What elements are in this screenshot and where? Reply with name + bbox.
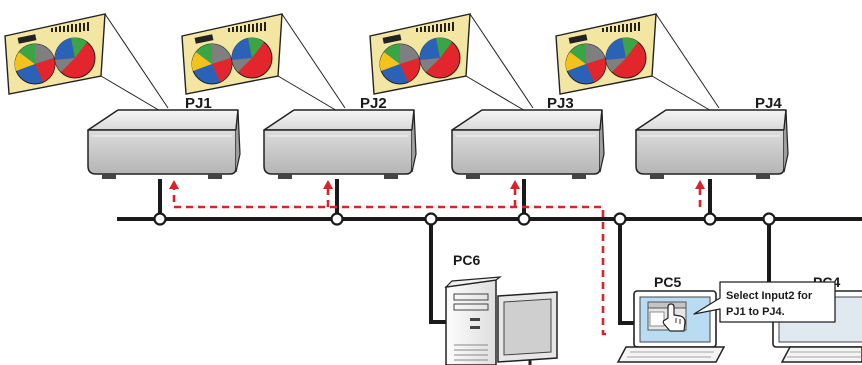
projector-label: PJ2 (360, 95, 387, 112)
command-arrowheads (169, 180, 705, 189)
pc5: PC5 (616, 274, 726, 363)
instruction-callout: Select Input2 for PJ1 to PJ4. (693, 281, 836, 323)
projection-screen-icon (555, 13, 720, 113)
projector-icon (451, 109, 605, 180)
projector-label: PJ4 (755, 95, 782, 112)
projector-1: PJ1 (4, 13, 241, 219)
network-drop-pc6 (429, 219, 446, 324)
projector-label: PJ3 (547, 95, 574, 112)
laptop-icon (616, 290, 726, 363)
command-path (172, 186, 702, 336)
hand-pointer-icon (662, 303, 686, 332)
projection-screen-icon (369, 13, 534, 113)
desktop-pc-icon (444, 276, 558, 365)
projection-screen-icon (4, 13, 169, 113)
projector-icon (87, 109, 241, 180)
pc-label: PC5 (654, 274, 681, 290)
pc-label: PC6 (453, 252, 480, 268)
projector-3: PJ3 (369, 13, 605, 219)
projector-4: PJ4 (555, 13, 789, 219)
projector-icon (263, 109, 417, 180)
projector-icon (635, 109, 789, 180)
projection-screen-icon (181, 13, 346, 113)
callout-line-1: Select Input2 for (726, 290, 813, 302)
pc6: PC6 (444, 252, 558, 365)
callout-line-2: PJ1 to PJ4. (726, 306, 785, 318)
projector-label: PJ1 (185, 95, 212, 112)
network-drop-pc5 (618, 219, 634, 325)
projector-2: PJ2 (181, 13, 417, 219)
